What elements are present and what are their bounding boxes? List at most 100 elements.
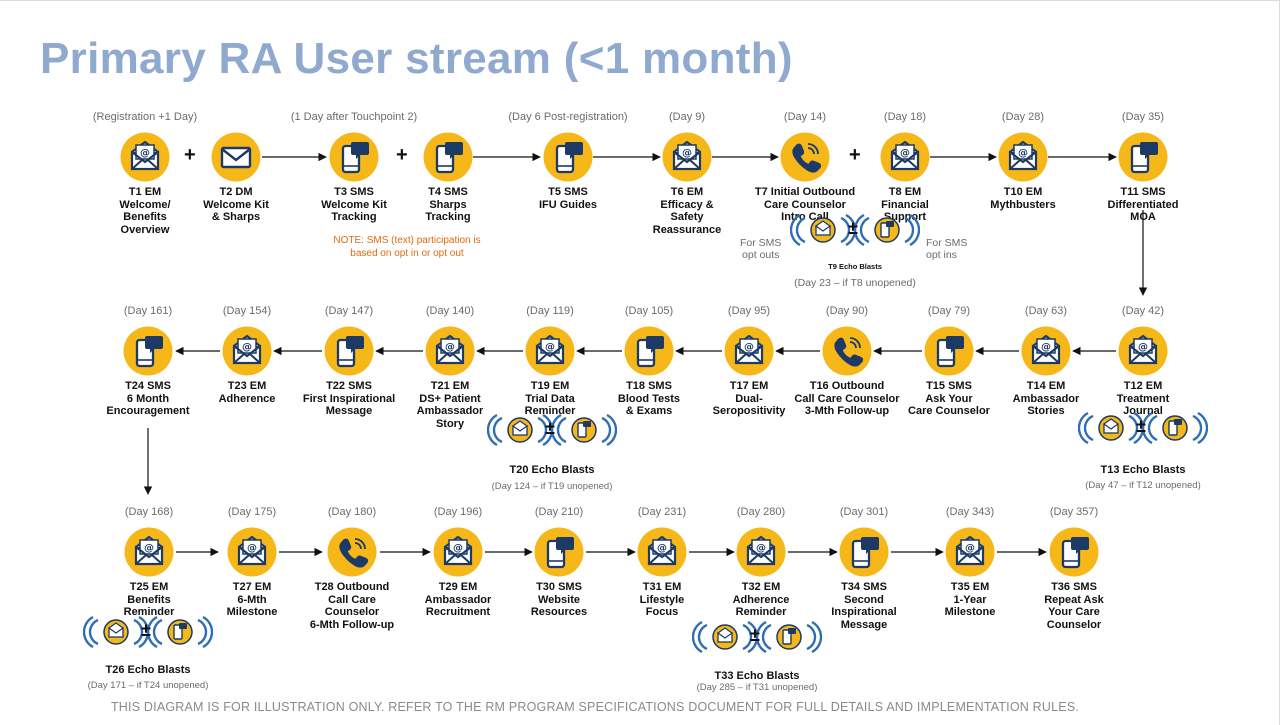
- opt-label-line: opt ins: [926, 249, 957, 261]
- day-label-t6: (Day 9): [668, 111, 706, 123]
- echo-blast-t20: ±: [487, 413, 617, 447]
- touchpoint-label-line: Reminder: [735, 606, 787, 618]
- phone-call-icon: [780, 132, 830, 182]
- touchpoint-label-line: Reminder: [524, 405, 576, 417]
- email-icon: @: [724, 326, 774, 376]
- touchpoint-label-line: Milestone: [944, 606, 996, 618]
- echo-blast-t33: ±: [692, 620, 822, 654]
- svg-text:@: @: [756, 543, 766, 554]
- sms-phone-icon: [924, 326, 974, 376]
- touchpoint-label-line: Efficacy &: [660, 198, 714, 211]
- touchpoint-label-line: & Exams: [625, 405, 673, 417]
- touchpoint-label-line: Tracking: [331, 211, 377, 223]
- svg-text:@: @: [140, 148, 150, 159]
- touchpoint-label-line: Repeat Ask: [1044, 593, 1104, 606]
- day-label-t3: (1 Day after Touchpoint 2): [290, 111, 418, 123]
- email-icon: @: [1118, 326, 1168, 376]
- touchpoint-label-line: T35 EM: [950, 581, 990, 593]
- sms-phone-icon: [839, 527, 889, 577]
- plus-minus-sign: ±: [750, 625, 760, 645]
- touchpoint-label-line: Differentiated: [1107, 198, 1179, 211]
- touchpoint-label-line: Adherence: [218, 392, 276, 405]
- touchpoint-label-line: T23 EM: [227, 380, 267, 392]
- touchpoint-label-line: T30 SMS: [536, 581, 582, 593]
- day-label-t12: (Day 42): [1121, 305, 1165, 317]
- touchpoint-label-line: IFU Guides: [538, 198, 598, 211]
- sms-phone-icon: [123, 326, 173, 376]
- touchpoint-label-line: Adherence: [732, 593, 790, 606]
- day-label-t5: (Day 6 Post-registration): [508, 111, 628, 123]
- echo-blast-condition: (Day 171 – if T24 unopened): [87, 680, 209, 691]
- touchpoint-label-line: T11 SMS: [1120, 186, 1166, 198]
- envelope-icon: [211, 132, 261, 182]
- plus-minus-sign: ±: [1136, 416, 1146, 436]
- sms-phone-icon: [1118, 132, 1168, 182]
- day-label-t34: (Day 301): [839, 506, 889, 518]
- echo-blast-title: T9 Echo Blasts: [828, 262, 882, 271]
- echo-blast-title: T26 Echo Blasts: [105, 664, 191, 676]
- echo-blast-title: T13 Echo Blasts: [1100, 464, 1186, 476]
- touchpoint-label-line: Financial: [881, 198, 929, 211]
- touchpoint-label-line: Sharps: [429, 198, 467, 211]
- touchpoint-label-line: T3 SMS: [334, 186, 374, 198]
- day-label-t19: (Day 119): [526, 305, 574, 317]
- touchpoint-label-line: Care Counselor: [764, 198, 846, 211]
- email-icon: @: [998, 132, 1048, 182]
- sms-phone-icon: [534, 527, 584, 577]
- touchpoint-label-line: Second: [844, 593, 884, 606]
- touchpoint-label-line: Milestone: [226, 606, 278, 618]
- touchpoint-label-line: T17 EM: [729, 380, 769, 392]
- sms-phone-icon: [324, 326, 374, 376]
- plus-sign: +: [396, 144, 408, 166]
- touchpoint-label-line: 6-Mth Follow-up: [309, 618, 395, 631]
- touchpoint-label-line: T19 EM: [530, 380, 570, 392]
- touchpoint-label-line: T2 DM: [219, 186, 253, 198]
- touchpoint-label-line: T36 SMS: [1051, 581, 1097, 593]
- touchpoint-label-line: T16 Outbound: [809, 380, 885, 392]
- touchpoint-label-line: Your Care: [1048, 606, 1100, 618]
- touchpoint-label-line: Ambassador: [424, 593, 492, 606]
- day-label-t15: (Day 79): [927, 305, 971, 317]
- touchpoint-label-line: 6-Mth: [237, 593, 267, 606]
- phone-call-icon: [822, 326, 872, 376]
- touchpoint-label-line: MOA: [1130, 211, 1156, 223]
- day-label-t30: (Day 210): [534, 506, 584, 518]
- sms-phone-icon: [423, 132, 473, 182]
- day-label-t21: (Day 140): [425, 305, 475, 317]
- touchpoint-label-line: First Inspirational: [302, 392, 396, 405]
- echo-blast-title: T33 Echo Blasts: [714, 670, 800, 682]
- sms-phone-icon: [543, 132, 593, 182]
- touchpoint-label-line: T1 EM: [128, 186, 162, 198]
- day-label-t10: (Day 28): [1001, 111, 1045, 123]
- page-title: Primary RA User stream (<1 month): [40, 34, 793, 83]
- touchpoint-label-line: Welcome/: [119, 198, 171, 211]
- touchpoint-label-line: Tracking: [425, 211, 471, 223]
- svg-text:@: @: [545, 342, 555, 353]
- echo-blast-t26: ±: [83, 615, 213, 649]
- email-icon: @: [124, 527, 174, 577]
- touchpoint-label-line: Overview: [120, 223, 170, 236]
- touchpoint-label-line: T25 EM: [129, 581, 169, 593]
- touchpoint-label-line: Journal: [1123, 405, 1163, 417]
- touchpoint-label-line: Welcome Kit: [321, 198, 387, 211]
- touchpoint-label-line: Seropositivity: [712, 405, 786, 417]
- touchpoint-label-line: T4 SMS: [428, 186, 468, 198]
- touchpoint-label-line: Counselor: [324, 606, 380, 618]
- sms-phone-icon: [329, 132, 379, 182]
- touchpoint-label-line: T5 SMS: [548, 186, 588, 198]
- svg-text:@: @: [1138, 342, 1148, 353]
- svg-text:@: @: [144, 543, 154, 554]
- day-label-t23: (Day 154): [222, 305, 272, 317]
